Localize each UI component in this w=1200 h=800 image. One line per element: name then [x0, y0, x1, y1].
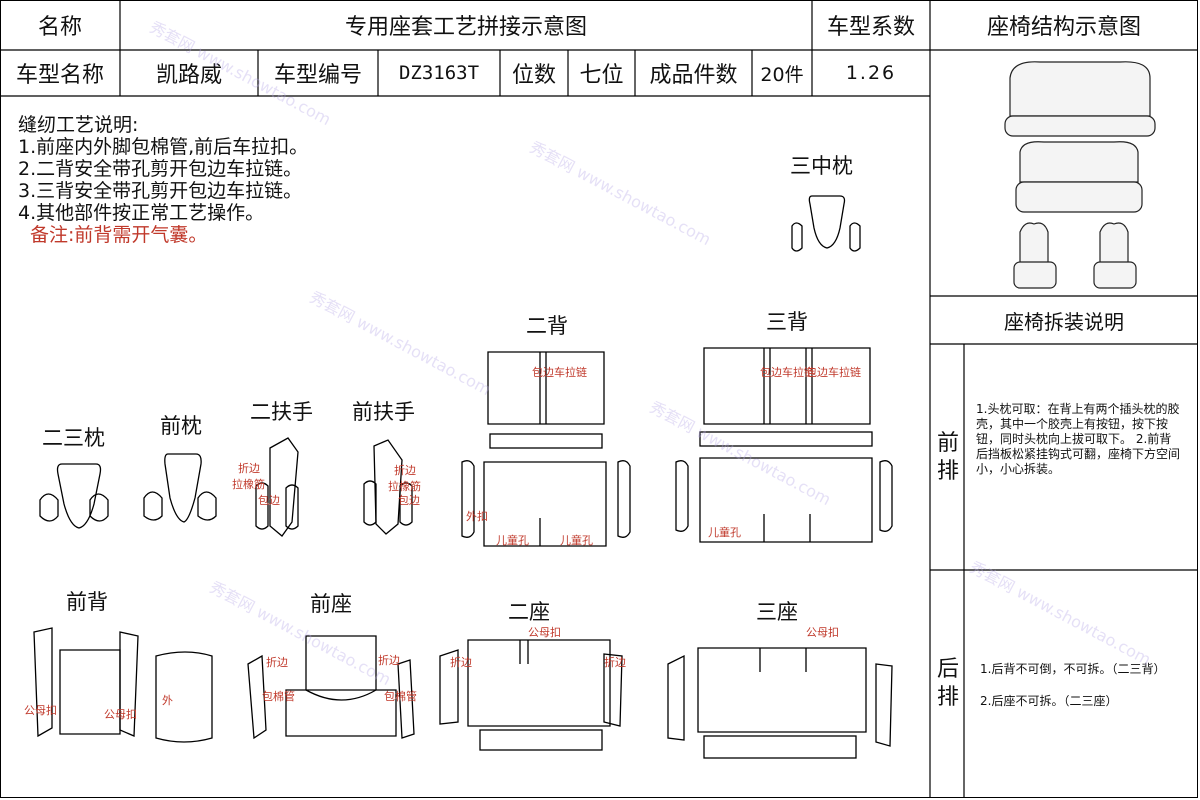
part-label-sanzhongzhen: 三中枕: [790, 154, 853, 178]
notes-item-2: 2.二背安全带孔剪开包边车拉链。: [18, 158, 303, 180]
rear-row-text-2: 2.后座不可拆。（二三座）: [980, 694, 1118, 708]
ann-qianbei-gongkou-2: 公母扣: [104, 707, 137, 721]
ann-erzuo-gongkou: 公母扣: [528, 625, 561, 639]
ann-sanbei-child: 儿童孔: [708, 525, 741, 539]
ann-erfushou-zhebian: 折边: [238, 461, 260, 475]
structure-seat-front-right: [1099, 222, 1129, 273]
model-name-value: 凯路威: [155, 63, 222, 88]
name-label: 名称: [37, 15, 82, 40]
ann-qianzuo-baomian: 包棉管: [262, 689, 295, 703]
ann-erzuo-zhe-1: 折边: [450, 655, 472, 669]
ann-erbei-child-1: 儿童孔: [496, 533, 529, 547]
ann-qianfushou-laxiang: 拉橡筋: [388, 479, 421, 493]
structure-seat-row3: [1009, 61, 1151, 117]
sewing-notes: 缝纫工艺说明: 1.前座内外脚包棉管,前后车拉扣。 2.二背安全带孔剪开包边车拉…: [18, 114, 308, 246]
ann-qianbei-wai: 外: [162, 694, 173, 707]
notes-heading: 缝纫工艺说明:: [18, 114, 139, 136]
ann-erbei-zip: 包边车拉链: [532, 365, 587, 379]
structure-seat-row2: [1019, 141, 1139, 183]
model-name-label: 车型名称: [15, 63, 104, 88]
ann-qianfushou-zhebian: 折边: [394, 463, 416, 477]
coef-value: 1.26: [845, 62, 897, 84]
seats-label: 位数: [511, 63, 556, 88]
front-row-label: 前排: [936, 431, 959, 484]
seats-value: 七位: [579, 63, 624, 88]
rear-row-label: 后排: [936, 657, 959, 710]
ann-qianbei-gongkou-1: 公母扣: [24, 703, 57, 717]
ann-sanzuo-gongkou: 公母扣: [806, 625, 839, 639]
part-label-ersanzhen: 二三枕: [42, 426, 105, 450]
notes-item-3: 3.三背安全带孔剪开包边车拉链。: [18, 180, 303, 202]
coef-label: 车型系数: [826, 15, 915, 40]
notes-remark: 备注:前背需开气囊。: [30, 224, 208, 246]
part-label-sanzuo: 三座: [756, 600, 798, 624]
part-label-qianbei: 前背: [66, 590, 108, 614]
ann-erfushou-baobian: 包边: [258, 494, 280, 507]
pieces-label: 成品件数: [649, 63, 738, 88]
model-code-value: DZ3163T: [398, 62, 480, 84]
part-label-qianfushou: 前扶手: [352, 400, 415, 424]
notes-item-4: 4.其他部件按正常工艺操作。: [18, 202, 265, 224]
ann-qianzuo-baomian-2: 包棉管: [384, 689, 417, 703]
part-label-qianzhen: 前枕: [160, 414, 202, 438]
pieces-value: 20件: [760, 63, 804, 86]
ann-qianfushou-baobian: 包边: [398, 494, 420, 507]
part-label-erfushou: 二扶手: [250, 400, 313, 424]
ann-erzuo-zhe-2: 折边: [604, 655, 626, 669]
ann-sanbei-zip-2: 包边车拉链: [806, 365, 861, 379]
ann-qianzuo-zhebian: 折边: [266, 655, 288, 669]
front-row-text: 1.头枕可取：在背上有两个插头枕的胶壳，其中一个胶壳上有按钮，按下按钮，同时头枕…: [976, 402, 1181, 476]
ann-qianzuo-zhebian-2: 折边: [378, 653, 400, 667]
assembly-title: 座椅拆装说明: [1004, 309, 1124, 334]
part-label-qianzuo: 前座: [310, 592, 352, 616]
ann-erbei-child-2: 儿童孔: [560, 533, 593, 547]
part-label-erbei: 二背: [526, 314, 568, 338]
model-code-label: 车型编号: [273, 63, 362, 88]
structure-title: 座椅结构示意图: [986, 15, 1141, 40]
part-label-erzuo: 二座: [508, 600, 550, 624]
ann-erbei-waikou: 外扣: [466, 509, 488, 523]
ann-sanbei-zip-1: 包边车拉链: [760, 365, 815, 379]
part-label-sanbei: 三背: [766, 310, 808, 334]
rear-row-text-1: 1.后背不可倒，不可拆。（二三背）: [980, 662, 1166, 676]
sheet-title: 专用座套工艺拼接示意图: [344, 15, 587, 40]
structure-seat-front-left: [1019, 222, 1049, 273]
ann-erfushou-laxiang: 拉橡筋: [232, 477, 265, 491]
notes-item-1: 1.前座内外脚包棉管,前后车拉扣。: [18, 136, 309, 158]
